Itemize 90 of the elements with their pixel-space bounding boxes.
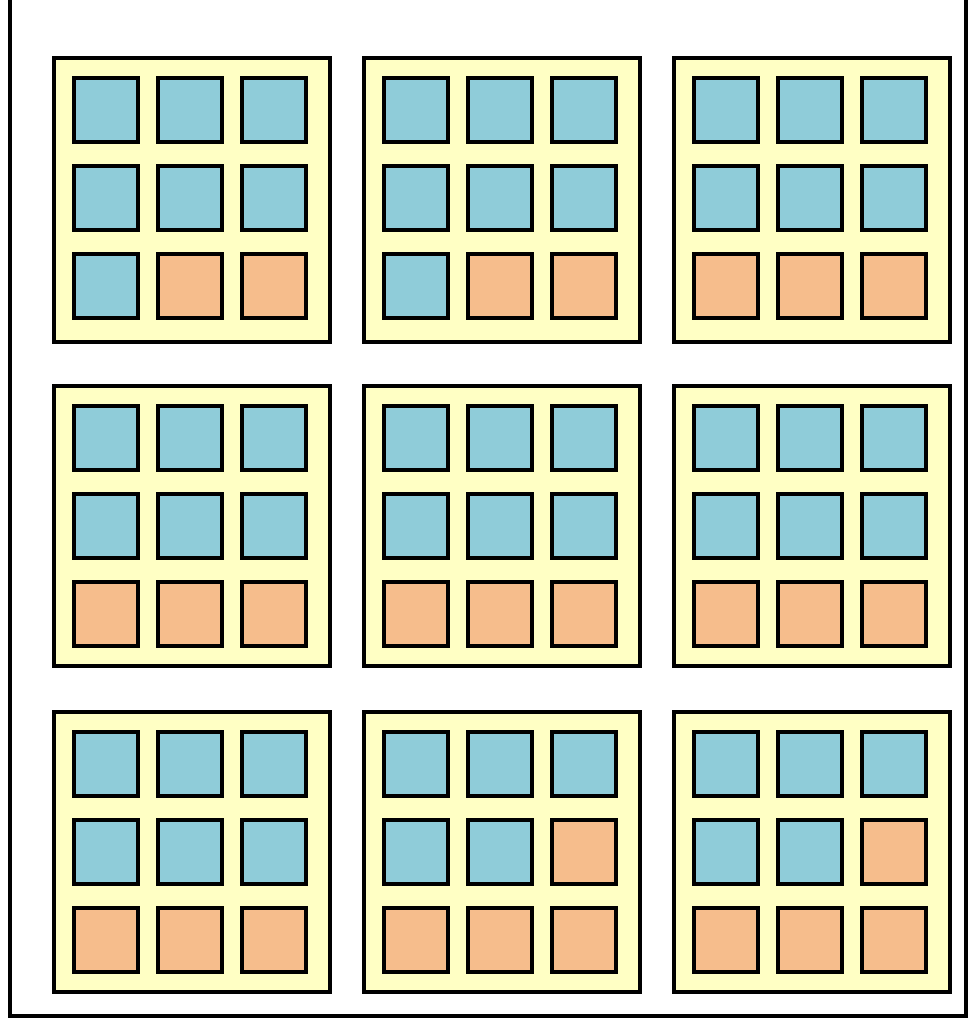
- square-tile: [692, 252, 760, 320]
- square-tile: [382, 818, 450, 886]
- square-tile: [382, 164, 450, 232]
- square-tile: [72, 730, 140, 798]
- square-tile: [860, 906, 928, 974]
- tile-panel: [672, 56, 952, 344]
- square-tile: [156, 580, 224, 648]
- tile-panel: [362, 384, 642, 668]
- square-tile: [860, 818, 928, 886]
- square-tile: [692, 906, 760, 974]
- square-tile: [776, 492, 844, 560]
- square-tile: [860, 164, 928, 232]
- square-tile: [382, 906, 450, 974]
- square-tile: [550, 730, 618, 798]
- square-tile: [550, 76, 618, 144]
- square-tile: [240, 76, 308, 144]
- square-tile: [860, 76, 928, 144]
- square-tile: [240, 252, 308, 320]
- square-tile: [776, 818, 844, 886]
- square-tile: [240, 492, 308, 560]
- tile-panel: [672, 384, 952, 668]
- square-tile: [776, 76, 844, 144]
- square-tile: [156, 492, 224, 560]
- tile-panel: [362, 56, 642, 344]
- tile-panel: [52, 710, 332, 994]
- square-tile: [156, 76, 224, 144]
- tile-panel: [52, 56, 332, 344]
- square-tile: [776, 252, 844, 320]
- square-tile: [72, 76, 140, 144]
- square-tile: [550, 164, 618, 232]
- square-tile: [692, 76, 760, 144]
- square-tile: [240, 580, 308, 648]
- square-tile: [72, 492, 140, 560]
- square-tile: [466, 580, 534, 648]
- square-tile: [550, 252, 618, 320]
- square-tile: [466, 492, 534, 560]
- square-tile: [860, 580, 928, 648]
- square-tile: [382, 492, 450, 560]
- square-tile: [72, 404, 140, 472]
- square-tile: [692, 492, 760, 560]
- square-tile: [692, 164, 760, 232]
- square-tile: [72, 580, 140, 648]
- square-tile: [550, 492, 618, 560]
- square-tile: [550, 404, 618, 472]
- square-tile: [156, 404, 224, 472]
- square-tile: [776, 730, 844, 798]
- square-tile: [466, 252, 534, 320]
- tile-panel: [362, 710, 642, 994]
- square-tile: [382, 580, 450, 648]
- square-tile: [72, 252, 140, 320]
- square-tile: [156, 906, 224, 974]
- square-tile: [72, 164, 140, 232]
- square-tile: [860, 730, 928, 798]
- square-tile: [156, 252, 224, 320]
- square-tile: [240, 818, 308, 886]
- square-tile: [240, 906, 308, 974]
- square-tile: [860, 404, 928, 472]
- square-tile: [692, 404, 760, 472]
- square-tile: [382, 252, 450, 320]
- square-tile: [776, 164, 844, 232]
- square-tile: [860, 252, 928, 320]
- square-tile: [550, 580, 618, 648]
- square-tile: [466, 906, 534, 974]
- square-tile: [776, 404, 844, 472]
- square-tile: [466, 76, 534, 144]
- square-tile: [860, 492, 928, 560]
- square-tile: [692, 580, 760, 648]
- square-tile: [72, 906, 140, 974]
- square-tile: [466, 730, 534, 798]
- square-tile: [466, 164, 534, 232]
- square-tile: [240, 730, 308, 798]
- square-tile: [240, 404, 308, 472]
- square-tile: [466, 818, 534, 886]
- square-tile: [156, 730, 224, 798]
- square-tile: [240, 164, 308, 232]
- square-tile: [382, 76, 450, 144]
- square-tile: [156, 818, 224, 886]
- square-tile: [692, 818, 760, 886]
- square-tile: [692, 730, 760, 798]
- square-tile: [382, 730, 450, 798]
- square-tile: [550, 906, 618, 974]
- square-tile: [776, 906, 844, 974]
- square-tile: [382, 404, 450, 472]
- square-tile: [550, 818, 618, 886]
- square-tile: [72, 818, 140, 886]
- tile-panel: [52, 384, 332, 668]
- square-tile: [156, 164, 224, 232]
- square-tile: [776, 580, 844, 648]
- tile-panel: [672, 710, 952, 994]
- square-tile: [466, 404, 534, 472]
